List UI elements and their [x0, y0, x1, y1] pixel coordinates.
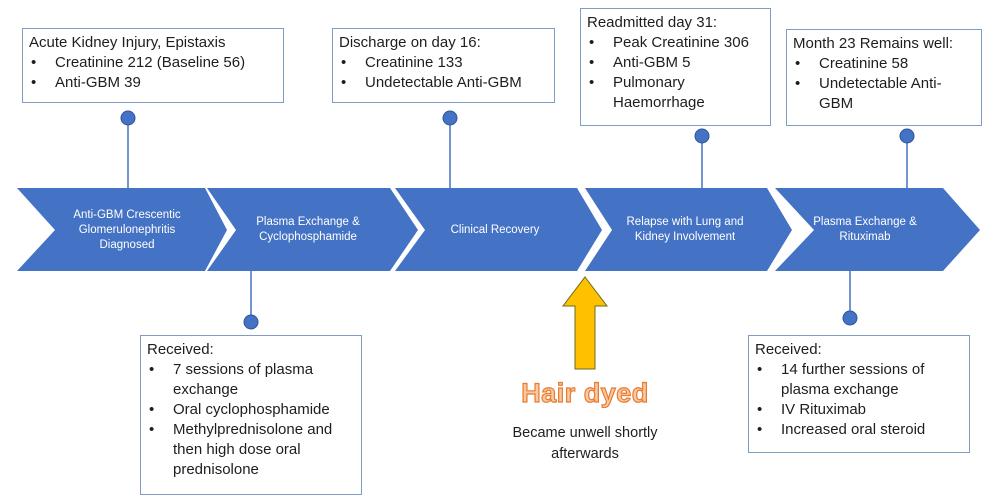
list-item: Creatinine 133 [339, 53, 548, 73]
info-box-received-relapse: Received: 14 further sessions of plasma … [748, 335, 970, 453]
list-item: Undetectable Anti-GBM [339, 73, 548, 93]
connector-dot [120, 110, 136, 126]
info-box-acute-kidney-injury: Acute Kidney Injury, Epistaxis Creatinin… [22, 28, 284, 103]
info-box-month-23: Month 23 Remains well: Creatinine 58 Und… [786, 29, 982, 126]
list-item: Increased oral steroid [755, 420, 963, 440]
info-box-received-initial: Received: 7 sessions of plasma exchange … [140, 335, 362, 495]
stage-label: Anti-GBM Crescentic Glomerulonephritis D… [73, 208, 181, 251]
info-box-readmitted: Readmitted day 31: Peak Creatinine 306 A… [580, 8, 771, 126]
list-item: Undetectable Anti-GBM [793, 74, 959, 114]
event-title: Hair dyed [521, 377, 649, 408]
chevron-stage-3 [395, 188, 602, 271]
list-item: 14 further sessions of plasma exchange [755, 360, 951, 400]
connector-dot [899, 128, 915, 144]
list-item: Anti-GBM 39 [29, 73, 277, 93]
box-heading: Received: [755, 341, 822, 358]
list-item: Anti-GBM 5 [587, 53, 764, 73]
connector-dot [442, 110, 458, 126]
list-item: Oral cyclophosphamide [147, 400, 355, 420]
list-item: Pulmonary Haemorrhage [587, 73, 743, 113]
stage-label: Plasma Exchange & Cyclophosphamide [256, 216, 360, 243]
box-heading: Received: [147, 341, 214, 358]
box-heading: Readmitted day 31: [587, 14, 718, 31]
list-item: Methylprednisolone and then high dose or… [147, 420, 363, 480]
event-note: Became unwell shortly afterwards [512, 425, 658, 462]
connector-dot [842, 310, 858, 326]
list-item: Creatinine 212 (Baseline 56) [29, 53, 277, 73]
list-item: Peak Creatinine 306 [587, 33, 764, 53]
connector-dot [243, 314, 259, 330]
box-heading: Month 23 Remains well: [793, 35, 954, 52]
connector-dot [694, 128, 710, 144]
stage-label: Plasma Exchange & Rituximab [813, 216, 917, 243]
stage-label: Relapse with Lung and Kidney Involvement [626, 216, 744, 243]
list-item: 7 sessions of plasma exchange [147, 360, 333, 400]
chevron-stage-5 [775, 188, 980, 271]
chevron-stage-1 [17, 188, 227, 271]
list-item: Creatinine 58 [793, 54, 975, 74]
stage-label: Clinical Recovery [450, 223, 540, 236]
chevron-stage-2 [207, 188, 418, 271]
chevron-stage-4 [585, 188, 792, 271]
box-heading: Acute Kidney Injury, Epistaxis [29, 34, 226, 51]
info-box-discharge: Discharge on day 16: Creatinine 133 Unde… [332, 28, 555, 103]
box-heading: Discharge on day 16: [339, 34, 481, 51]
list-item: IV Rituximab [755, 400, 963, 420]
up-arrow-icon [561, 276, 609, 370]
